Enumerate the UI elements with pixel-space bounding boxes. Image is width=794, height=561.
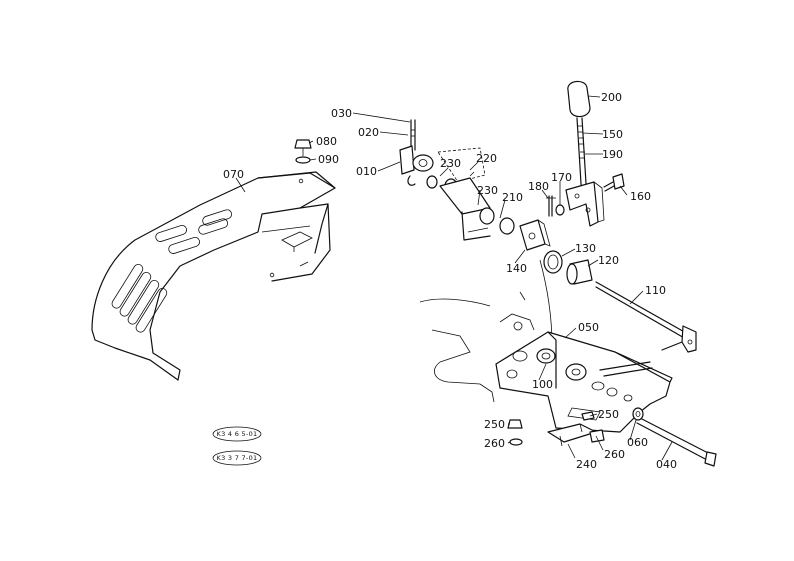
- callout-090: 090: [318, 153, 339, 166]
- nut-260-right-part: [589, 429, 605, 443]
- bolt-250-right-part: [581, 411, 595, 421]
- callout-170: 170: [551, 171, 572, 184]
- fender-part: [91, 171, 336, 381]
- shaft-assembly-part: [426, 171, 515, 241]
- callout-120: 120: [598, 254, 619, 267]
- stamp-code-1: K3 4 6 5-01: [217, 430, 258, 438]
- stamp-code-2: K3 3 7 7-01: [217, 454, 258, 462]
- washer-090-part: [295, 156, 311, 164]
- linkage-mark: [519, 291, 526, 301]
- callout-200: 200: [601, 91, 622, 104]
- bolt-080-part: [294, 139, 312, 156]
- transmission-housing: [419, 298, 535, 403]
- plate-050-part: [495, 331, 673, 433]
- rod-110-part: [595, 281, 697, 353]
- callout-150: 150: [602, 128, 623, 141]
- block-140-part: [519, 219, 551, 251]
- reference-stamps: K3 4 6 5-01 K3 3 7 7-01: [212, 426, 262, 466]
- bolt-040-part: [632, 407, 717, 467]
- collar-120-part: [566, 259, 593, 285]
- callout-080: 080: [316, 135, 337, 148]
- bolt-160-part: [603, 173, 625, 192]
- callout-050: 050: [578, 321, 599, 334]
- callout-140: 140: [506, 262, 527, 275]
- bolt-250-left-part: [507, 419, 523, 429]
- callout-240: 240: [576, 458, 597, 471]
- stamp-oval-2: [212, 450, 262, 466]
- callout-060: 060: [627, 436, 648, 449]
- callout-110: 110: [645, 284, 666, 297]
- callout-020: 020: [358, 126, 379, 139]
- callout-230-lower: 230: [477, 184, 498, 197]
- callout-250-left: 250: [484, 418, 505, 431]
- callout-230-upper: 230: [440, 157, 461, 170]
- stamp-oval-1: [212, 426, 262, 442]
- callout-070: 070: [223, 168, 244, 181]
- callout-210: 210: [502, 191, 523, 204]
- washer-260-left-part: [509, 438, 523, 446]
- spring-130-part: [543, 250, 563, 274]
- callout-220: 220: [476, 152, 497, 165]
- pin-020-part: [410, 119, 416, 151]
- lever-bracket-part: [565, 181, 605, 227]
- callout-030: 030: [331, 107, 352, 120]
- pin-180-part: [546, 195, 556, 217]
- callout-260-right: 260: [604, 448, 625, 461]
- callout-130: 130: [575, 242, 596, 255]
- callout-180: 180: [528, 180, 549, 193]
- callout-010: 010: [356, 165, 377, 178]
- bracket-010-part: [399, 145, 434, 186]
- callout-250-right: 250: [598, 408, 619, 421]
- callout-labels: 030 020 010 080 090 070 230 220 230 210 …: [223, 91, 677, 471]
- clip-170-part: [555, 190, 565, 216]
- callout-260-left: 260: [484, 437, 505, 450]
- knob-200-part: [567, 80, 591, 118]
- leader-lines: [235, 95, 673, 461]
- callout-040: 040: [656, 458, 677, 471]
- callout-190: 190: [602, 148, 623, 161]
- callout-160: 160: [630, 190, 651, 203]
- callout-100: 100: [532, 378, 553, 391]
